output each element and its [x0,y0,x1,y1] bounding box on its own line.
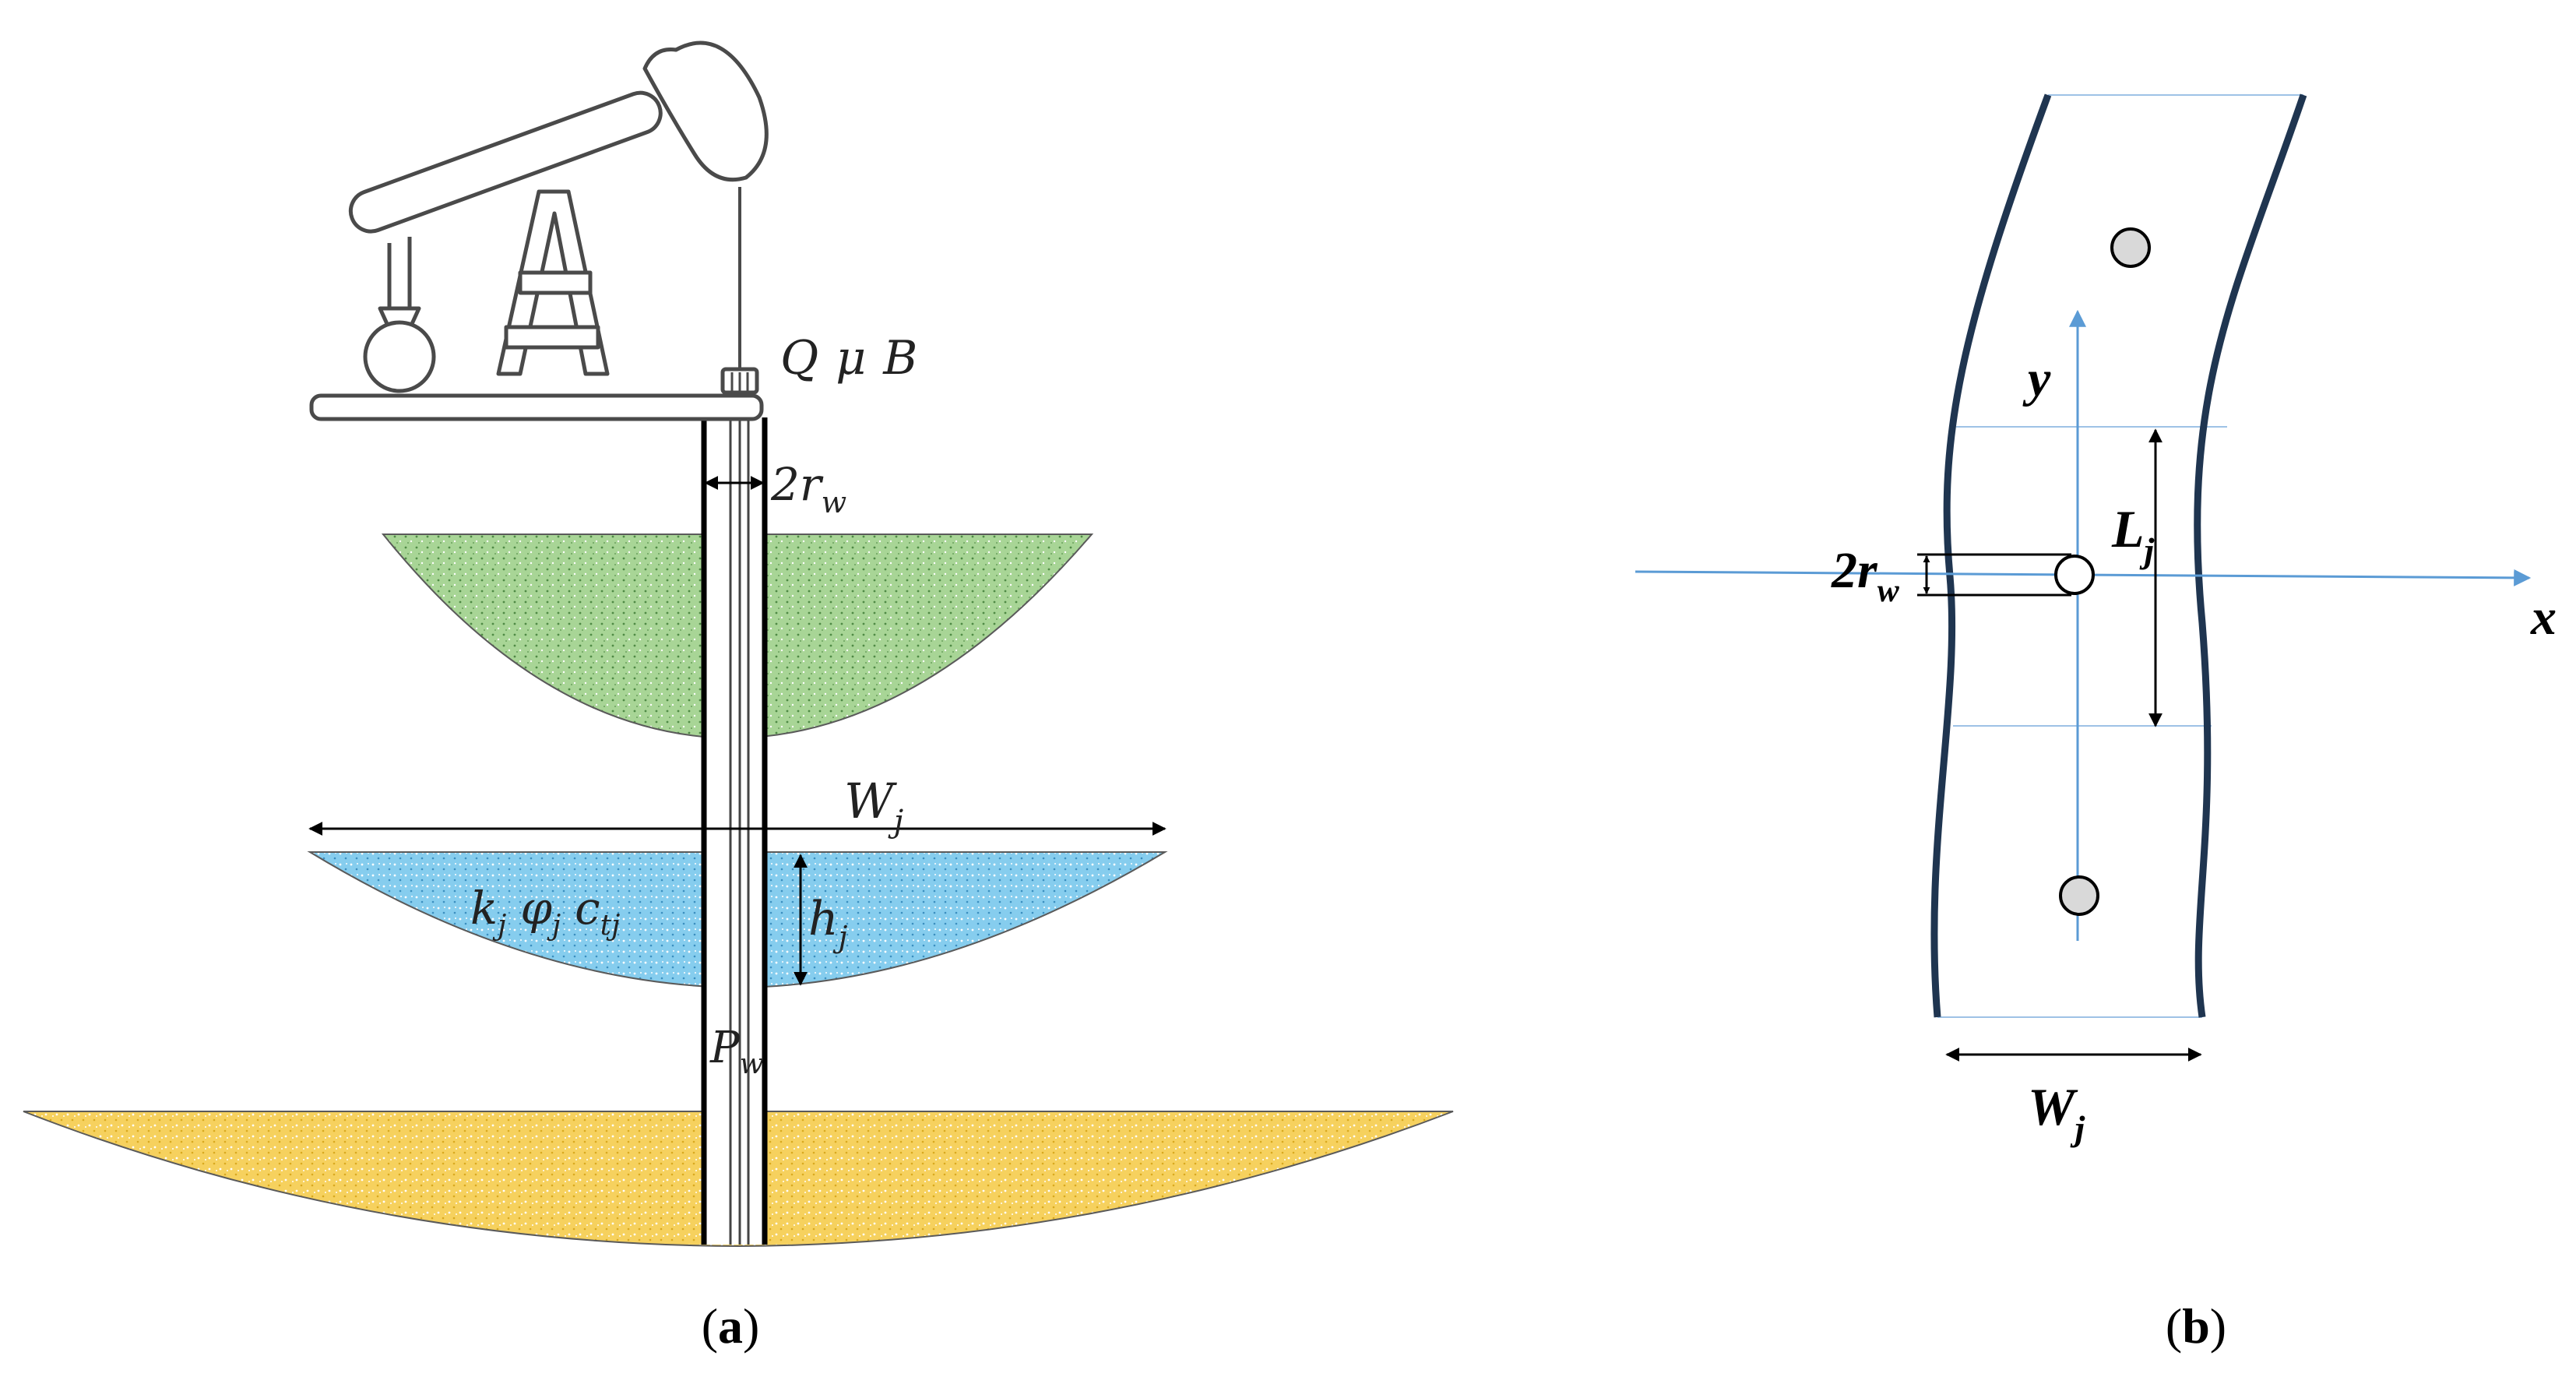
layer-thickness-label: hj [808,892,848,954]
well-pressure-label: Pw [709,1023,764,1080]
well-marker-top [2110,227,2151,268]
pump-jack-icon [309,40,769,421]
panel-b-caption: (b) [2166,1298,2226,1354]
wellbore [701,389,768,1245]
strip-left-boundary [1930,93,2052,1018]
panel-a-caption: (a) [702,1298,760,1354]
strip-domain [1930,95,2303,1017]
well-marker-bottom [2059,875,2099,916]
panel-b: y x 2rw Lj Wj (b) [1635,93,2557,1354]
strip-width-label: Wj [2028,1077,2085,1148]
well-marker-center [2054,555,2095,595]
y-axis-label: y [2022,350,2051,407]
layer-width-label: Wj [844,773,903,840]
strip-right-boundary [2194,93,2307,1018]
x-axis-label: x [2530,589,2557,646]
strip-grid-lines [1937,94,2303,1018]
well-spacing-label: Lj [2111,499,2155,570]
pump-base-platform [309,393,764,421]
well-diameter-label: 2rw [770,458,846,519]
well-radius-bracket [1917,553,2071,597]
well-diameter-label-b: 2rw [1831,542,1900,609]
